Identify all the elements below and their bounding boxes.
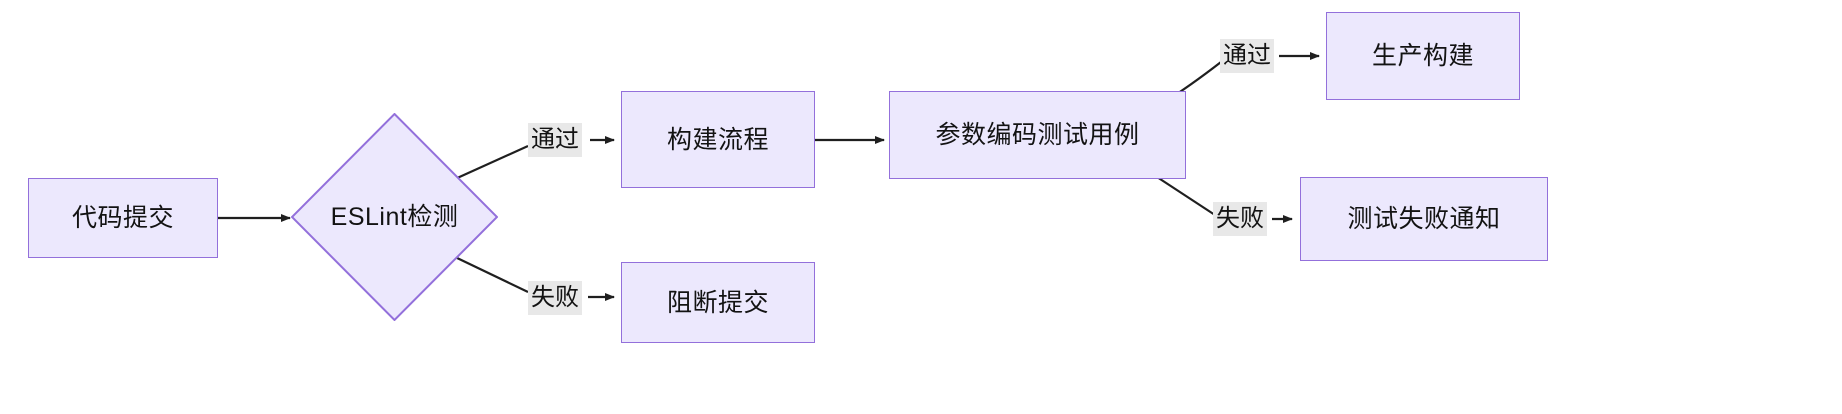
node-build-process[interactable]: 构建流程: [621, 91, 815, 188]
node-label: 阻断提交: [666, 288, 769, 317]
node-label: 测试失败通知: [1347, 205, 1501, 233]
node-param-tests[interactable]: 参数编码测试用例: [889, 91, 1186, 179]
diamond-shape: [291, 113, 498, 321]
node-eslint-check[interactable]: ESLint检测: [291, 113, 498, 321]
edge-label-tests-pass: 通过: [1220, 39, 1274, 73]
node-block-commit[interactable]: 阻断提交: [621, 262, 815, 343]
node-code-commit[interactable]: 代码提交: [28, 178, 218, 258]
edge-label-eslint-pass: 通过: [528, 123, 582, 157]
edge-label-eslint-fail: 失败: [528, 281, 582, 315]
node-label: ESLint检测: [330, 203, 459, 231]
node-label: 代码提交: [71, 204, 174, 232]
node-label: 构建流程: [666, 125, 769, 154]
node-label: 生产构建: [1371, 42, 1474, 70]
node-test-fail-notify[interactable]: 测试失败通知: [1300, 177, 1548, 261]
edge-label-tests-fail: 失败: [1213, 202, 1267, 236]
node-label: 参数编码测试用例: [935, 121, 1140, 149]
edge-tests-fail: [1156, 176, 1216, 216]
node-prod-build[interactable]: 生产构建: [1326, 12, 1520, 100]
